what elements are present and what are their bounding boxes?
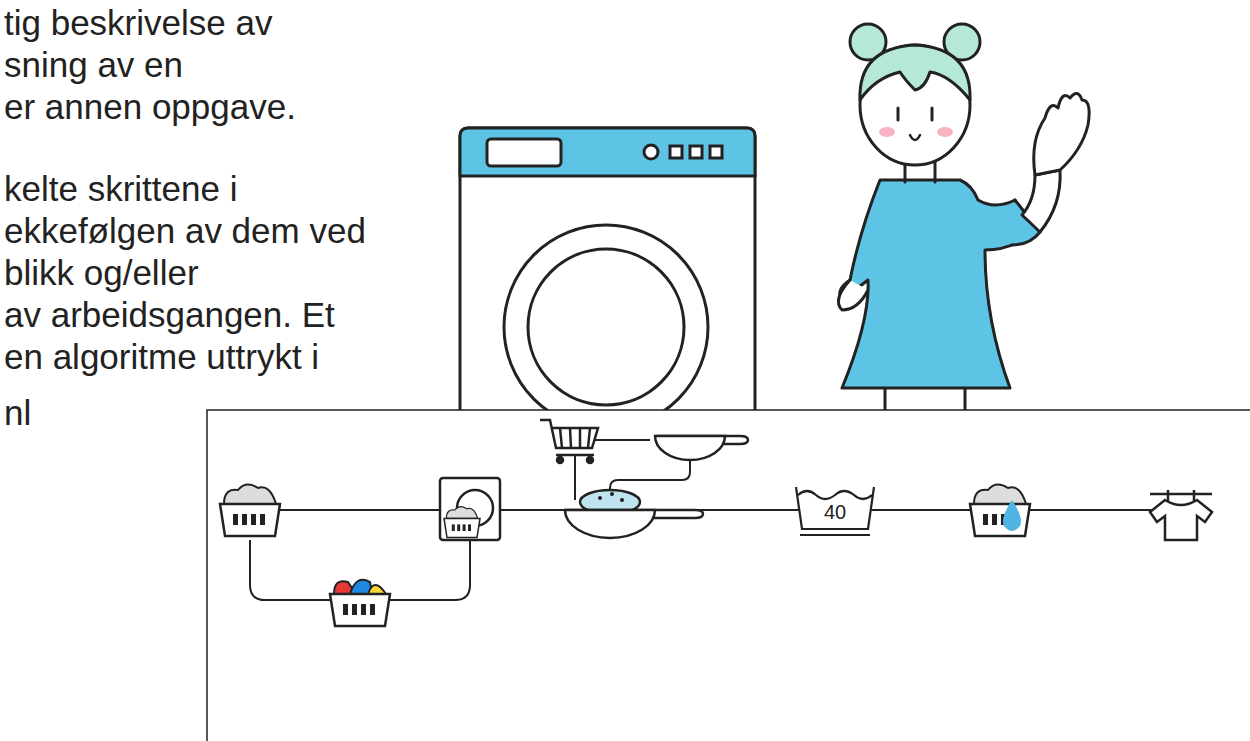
body-text: en algoritme uttrykt i [4, 336, 319, 378]
body-text: tig beskrivelse av [4, 2, 272, 44]
laundry-basket [220, 484, 280, 536]
temperature-number: 40 [792, 501, 878, 524]
body-text: nl [4, 392, 31, 434]
shopping-cart [540, 420, 598, 463]
body-text: sning av en [4, 44, 183, 86]
washing-machine [460, 128, 755, 429]
machine-icon [440, 478, 500, 540]
girl-figure [838, 24, 1089, 420]
drying-shirt [1150, 490, 1212, 540]
body-text: blikk og/eller [4, 252, 199, 294]
wash-temperature-symbol: 40 [792, 483, 878, 537]
panel-frame [207, 410, 1250, 741]
empty-scoop [655, 436, 748, 460]
detergent-scoop [565, 490, 703, 538]
body-text: ekkefølgen av dem ved [4, 210, 366, 252]
flow-lines [250, 440, 1160, 600]
body-text: er annen oppgave. [4, 86, 296, 128]
body-text: av arbeidsgangen. Et [4, 294, 335, 336]
sorted-basket [330, 580, 390, 626]
wet-basket [970, 484, 1030, 536]
body-text: kelte skrittene i [4, 168, 237, 210]
